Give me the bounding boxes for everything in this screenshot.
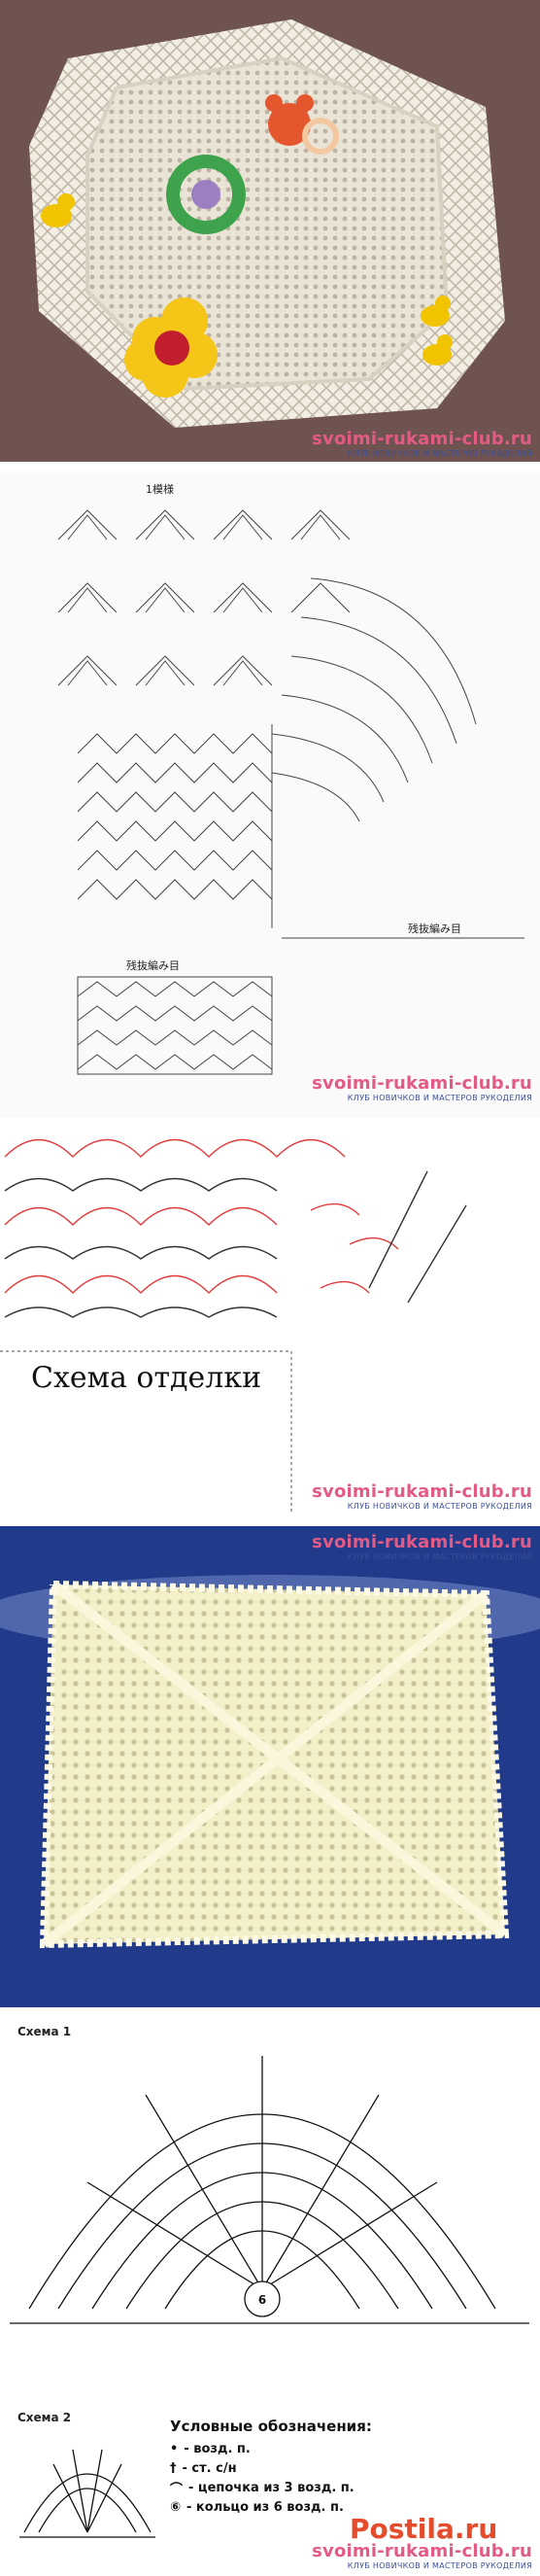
green-ring-toy — [166, 155, 246, 234]
legend-item: ⑥ - кольцо из 6 возд. п. — [170, 2497, 372, 2517]
schemes-panel: Схема 1 6 Схема 2 Ус — [0, 2007, 540, 2576]
chart-label-motif: 1模様 — [146, 483, 174, 496]
red-bear-toy — [265, 94, 339, 155]
edging-chart — [0, 1138, 467, 1512]
legend-item-text: - кольцо из 6 возд. п. — [186, 2499, 344, 2515]
watermark: svoimi-rukami-club.ru КЛУБ НОВИЧКОВ И МА… — [312, 2541, 532, 2570]
watermark: svoimi-rukami-club.ru КЛУБ НОВИЧКОВ И МА… — [312, 1532, 532, 1561]
schema2-title: Схема 2 — [17, 2411, 72, 2424]
blanket-photo — [0, 0, 540, 471]
legend-title: Условные обозначения: — [170, 2418, 372, 2435]
center-ring-number: 6 — [258, 2293, 266, 2307]
schema2-chart — [19, 2449, 155, 2538]
watermark-club: КЛУБ НОВИЧКОВ И МАСТЕРОВ РУКОДЕЛИЯ — [347, 1094, 532, 1102]
double-crochet-icon: † — [170, 2460, 177, 2476]
watermark-site: svoimi-rukami-club.ru — [312, 1481, 532, 1502]
schema1-title: Схема 1 — [17, 2025, 72, 2038]
square-blanket-photo — [0, 1526, 540, 2007]
chart-label-swatch: 残抜編み目 — [126, 959, 180, 972]
legend: Условные обозначения: • - возд. п. † - с… — [170, 2418, 372, 2517]
flower-toy — [124, 297, 218, 398]
legend-item-text: - ст. с/н — [182, 2460, 237, 2476]
watermark-club: КЛУБ НОВИЧКОВ И МАСТЕРОВ РУКОДЕЛИЯ — [347, 1552, 532, 1561]
legend-item-text: - возд. п. — [184, 2441, 251, 2456]
legend-item: • - возд. п. — [170, 2439, 372, 2458]
watermark-club: КЛУБ НОВИЧКОВ И МАСТЕРОВ РУКОДЕЛИЯ — [347, 2561, 532, 2570]
watermark-club: КЛУБ НОВИЧКОВ И МАСТЕРОВ РУКОДЕЛИЯ — [347, 449, 532, 458]
watermark: svoimi-rukami-club.ru КЛУБ НОВИЧКОВ И МА… — [312, 429, 532, 458]
crochet-chart — [57, 509, 524, 1075]
watermark-site: svoimi-rukami-club.ru — [312, 1532, 532, 1552]
watermark: svoimi-rukami-club.ru КЛУБ НОВИЧКОВ И МА… — [312, 1481, 532, 1511]
edging-caption: Схема отделки — [31, 1361, 262, 1395]
watermark-site: svoimi-rukami-club.ru — [312, 429, 532, 449]
edging-scheme-panel: Схема отделки svoimi-rukami-club.ru КЛУБ… — [0, 1118, 540, 1526]
chain-dot-icon: • — [170, 2441, 179, 2456]
legend-item: † - ст. с/н — [170, 2458, 372, 2478]
legend-item: ⌒ - цепочка из 3 возд. п. — [170, 2478, 372, 2497]
watermark-site: svoimi-rukami-club.ru — [312, 1073, 532, 1094]
watermark-site: svoimi-rukami-club.ru — [312, 2541, 532, 2561]
duck-toy-left — [41, 193, 75, 227]
crochet-chart-panel: 1模様 残抜編み目 残抜編み目 svoimi-rukami-club.ru КЛ… — [0, 471, 540, 1118]
square-blanket-photo-panel: svoimi-rukami-club.ru КЛУБ НОВИЧКОВ И МА… — [0, 1526, 540, 2007]
watermark: svoimi-rukami-club.ru КЛУБ НОВИЧКОВ И МА… — [312, 1073, 532, 1102]
legend-item-text: - цепочка из 3 возд. п. — [188, 2480, 354, 2495]
chart-label-edge: 残抜編み目 — [408, 922, 461, 935]
watermark-club: КЛУБ НОВИЧКОВ И МАСТЕРОВ РУКОДЕЛИЯ — [347, 1502, 532, 1511]
schema1-chart: 6 — [10, 2056, 529, 2324]
duck-toys-right — [421, 296, 453, 366]
chain-arch-3-icon: ⌒ — [170, 2482, 184, 2497]
ring-6-icon: ⑥ — [170, 2499, 182, 2515]
postila-logo: Postila.ru — [350, 2513, 498, 2545]
blanket-photo-panel: svoimi-rukami-club.ru КЛУБ НОВИЧКОВ И МА… — [0, 0, 540, 471]
